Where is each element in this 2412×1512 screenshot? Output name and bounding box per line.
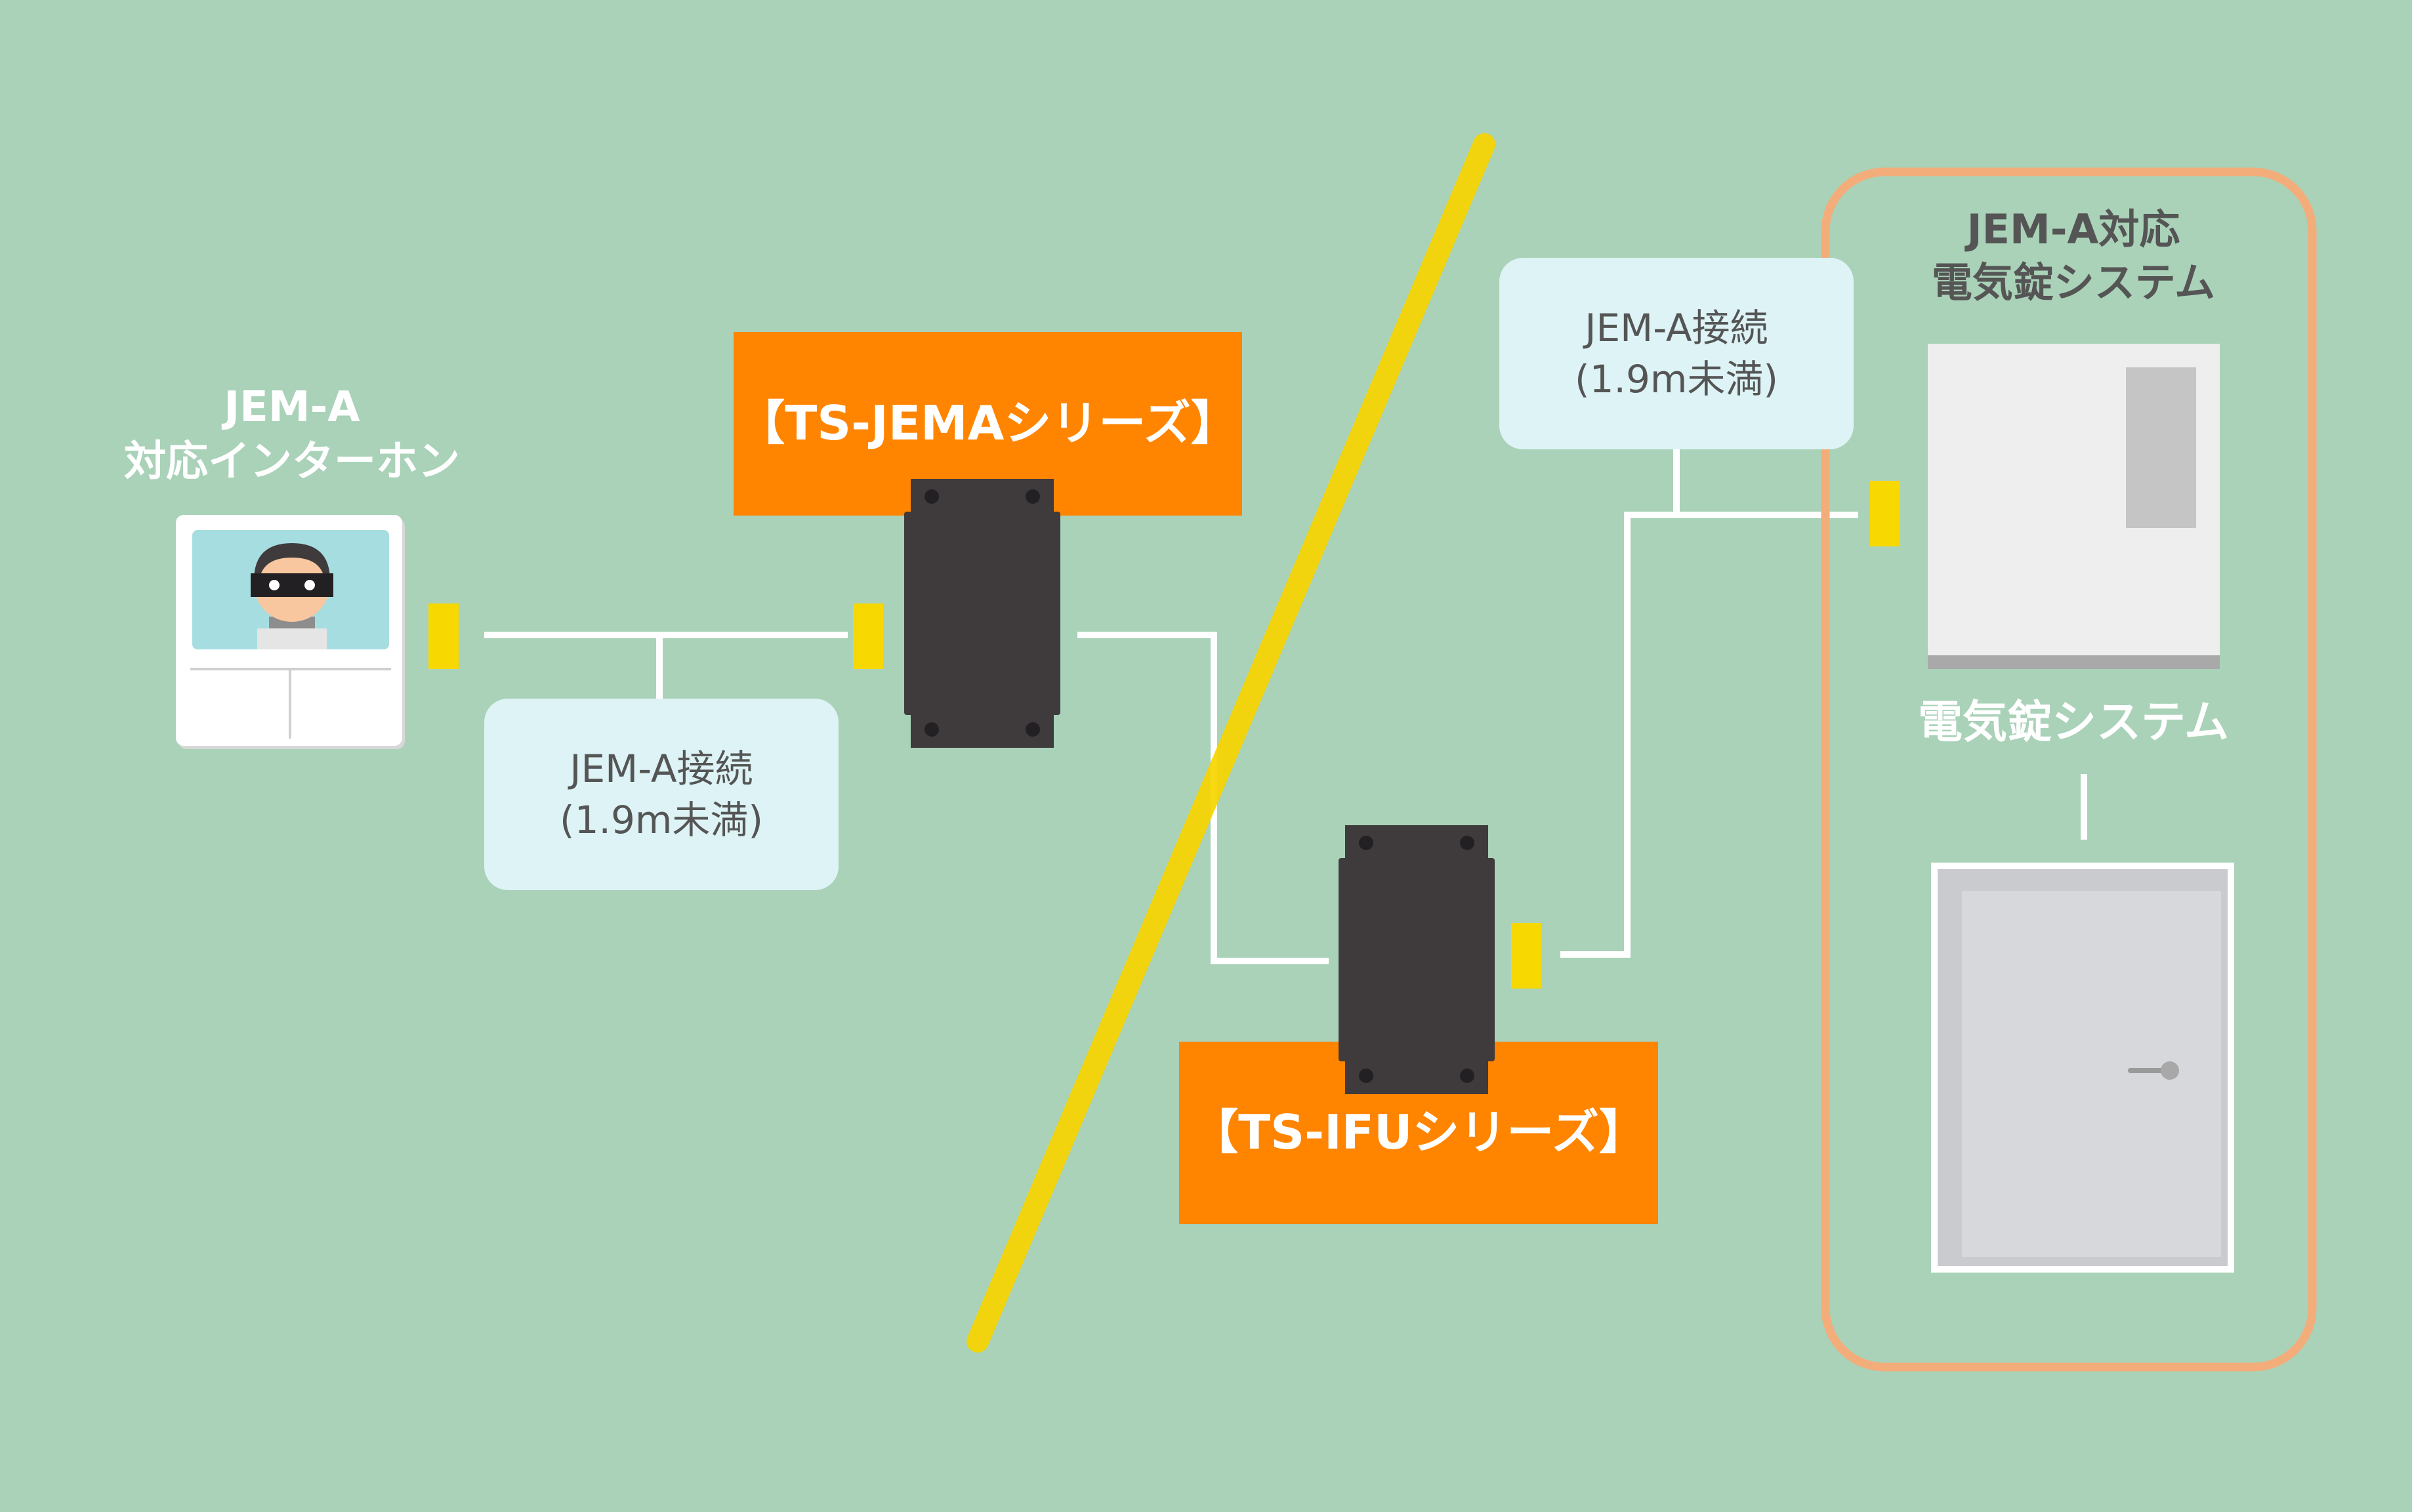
adapter-right-icon [1339,825,1495,1094]
connection-right-line2: (1.9m未満) [1575,357,1778,401]
adapter-right-label: 【TS-IFUシリーズ】 [1191,1105,1646,1160]
boundary-divider [967,133,1495,1353]
intercom-title-line2: 対応インターホン [124,438,460,487]
adapter-left-label: 【TS-JEMAシリーズ】 [738,396,1238,451]
connector-adapter-right [1511,923,1541,989]
connector-lock [1870,481,1900,546]
connection-left-line1: JEM-A接続 [570,746,753,791]
connector-intercom [428,603,459,669]
intercom-title-line1: JEM-A [224,383,360,432]
lock-system-title-line1: JEM-A対応 [1966,205,2180,253]
connector-adapter-left [853,603,883,669]
door-icon [1931,863,2234,1273]
lock-system-title: JEM-A対応 電気錠システム [1877,203,2270,309]
lock-controller-icon [1928,344,2220,669]
connection-left-line2: (1.9m未満) [560,798,763,842]
lock-system-caption: 電気錠システム [1918,697,2229,748]
connection-left-bubble: JEM-A接続 (1.9m未満) [484,699,839,890]
lock-system-title-line2: 電気錠システム [1931,258,2216,306]
connection-right-line1: JEM-A接続 [1585,305,1768,350]
masked-person-icon [251,543,333,649]
lock-system-frame [1821,167,2317,1372]
wire-adapter-to-lock [1560,512,1858,958]
adapter-left-icon [904,479,1060,748]
intercom-title: JEM-A 対応インターホン [79,380,505,489]
connection-right-bubble: JEM-A接続 (1.9m未満) [1499,258,1854,449]
